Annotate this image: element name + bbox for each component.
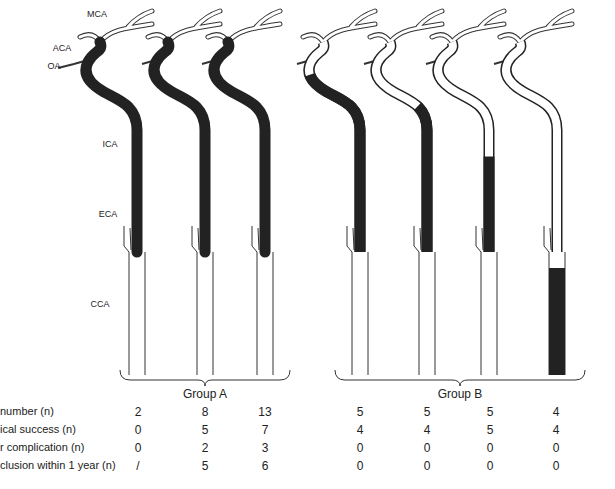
vessel-column xyxy=(142,11,220,375)
table-cell: 3 xyxy=(262,442,269,454)
row-header: clusion within 1 year (n) xyxy=(0,460,116,471)
vessel-label: ICA xyxy=(102,140,117,149)
table-cell: 2 xyxy=(135,406,142,418)
row-header: r complication (n) xyxy=(0,442,84,453)
table-cell: 0 xyxy=(357,460,364,472)
table-cell: 13 xyxy=(258,406,271,418)
group-label: Group A xyxy=(183,388,227,400)
table-cell: 8 xyxy=(202,406,209,418)
table-cell: 0 xyxy=(487,460,494,472)
vessel-label: CCA xyxy=(90,300,109,309)
row-header: number (n) xyxy=(0,406,54,417)
table-cell: 5 xyxy=(487,406,494,418)
row-header: ical success (n) xyxy=(0,424,76,435)
table-cell: 0 xyxy=(553,442,560,454)
table-cell: 0 xyxy=(135,424,142,436)
table-cell: 4 xyxy=(553,406,560,418)
table-cell: 5 xyxy=(357,406,364,418)
table-cell: 0 xyxy=(135,442,142,454)
vessel-column xyxy=(426,11,504,375)
table-cell: 5 xyxy=(202,424,209,436)
table-cell: 6 xyxy=(262,460,269,472)
group-bracket xyxy=(335,370,585,386)
table-cell: 4 xyxy=(424,424,431,436)
vessel-label: MCA xyxy=(87,10,107,19)
table-cell: 2 xyxy=(202,442,209,454)
group-bracket xyxy=(120,370,290,386)
table-cell: 5 xyxy=(487,424,494,436)
vessel-column xyxy=(364,11,442,375)
vessel-label: ECA xyxy=(99,210,118,219)
vessel-column xyxy=(494,11,572,375)
table-cell: 0 xyxy=(553,460,560,472)
table-cell: 0 xyxy=(424,442,431,454)
vessel-column xyxy=(202,11,280,375)
table-cell: 5 xyxy=(424,406,431,418)
table-cell: / xyxy=(136,460,139,472)
table-cell: 7 xyxy=(262,424,269,436)
group-label: Group B xyxy=(438,388,483,400)
table-cell: 0 xyxy=(357,442,364,454)
vessel-column xyxy=(58,11,152,375)
table-cell: 0 xyxy=(487,442,494,454)
table-cell: 0 xyxy=(424,460,431,472)
vessel-label: OA xyxy=(47,62,60,71)
table-cell: 4 xyxy=(357,424,364,436)
table-cell: 5 xyxy=(202,460,209,472)
vessel-column xyxy=(297,11,375,375)
table-cell: 4 xyxy=(553,424,560,436)
vessel-label: ACA xyxy=(53,44,72,53)
